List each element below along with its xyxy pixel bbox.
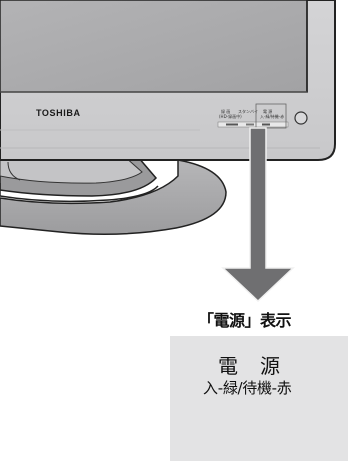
detail-title: 電源 (218, 354, 302, 378)
standby-label: スタンバイ (238, 109, 258, 114)
detail-subtitle: 入-緑/待機-赤 (203, 379, 292, 397)
indicator-strip (217, 103, 308, 129)
brand-logo: TOSHIBA (36, 108, 81, 118)
record-label: 録 画 (221, 109, 231, 114)
record-sub-label: (HD-録画中) (219, 114, 242, 119)
callout-caption: 「電源」表示 (198, 311, 292, 330)
power-lamp-highlight (255, 103, 287, 129)
detail-panel (170, 336, 348, 461)
callout-arrow (221, 127, 295, 303)
power-label: 電 源 (263, 109, 273, 114)
power-button[interactable] (294, 111, 308, 125)
tv-bezel (0, 0, 336, 161)
tv-stand (0, 149, 227, 235)
tv-screen (0, 0, 308, 93)
power-sub-label: 入-緑/待機-赤 (260, 114, 285, 119)
